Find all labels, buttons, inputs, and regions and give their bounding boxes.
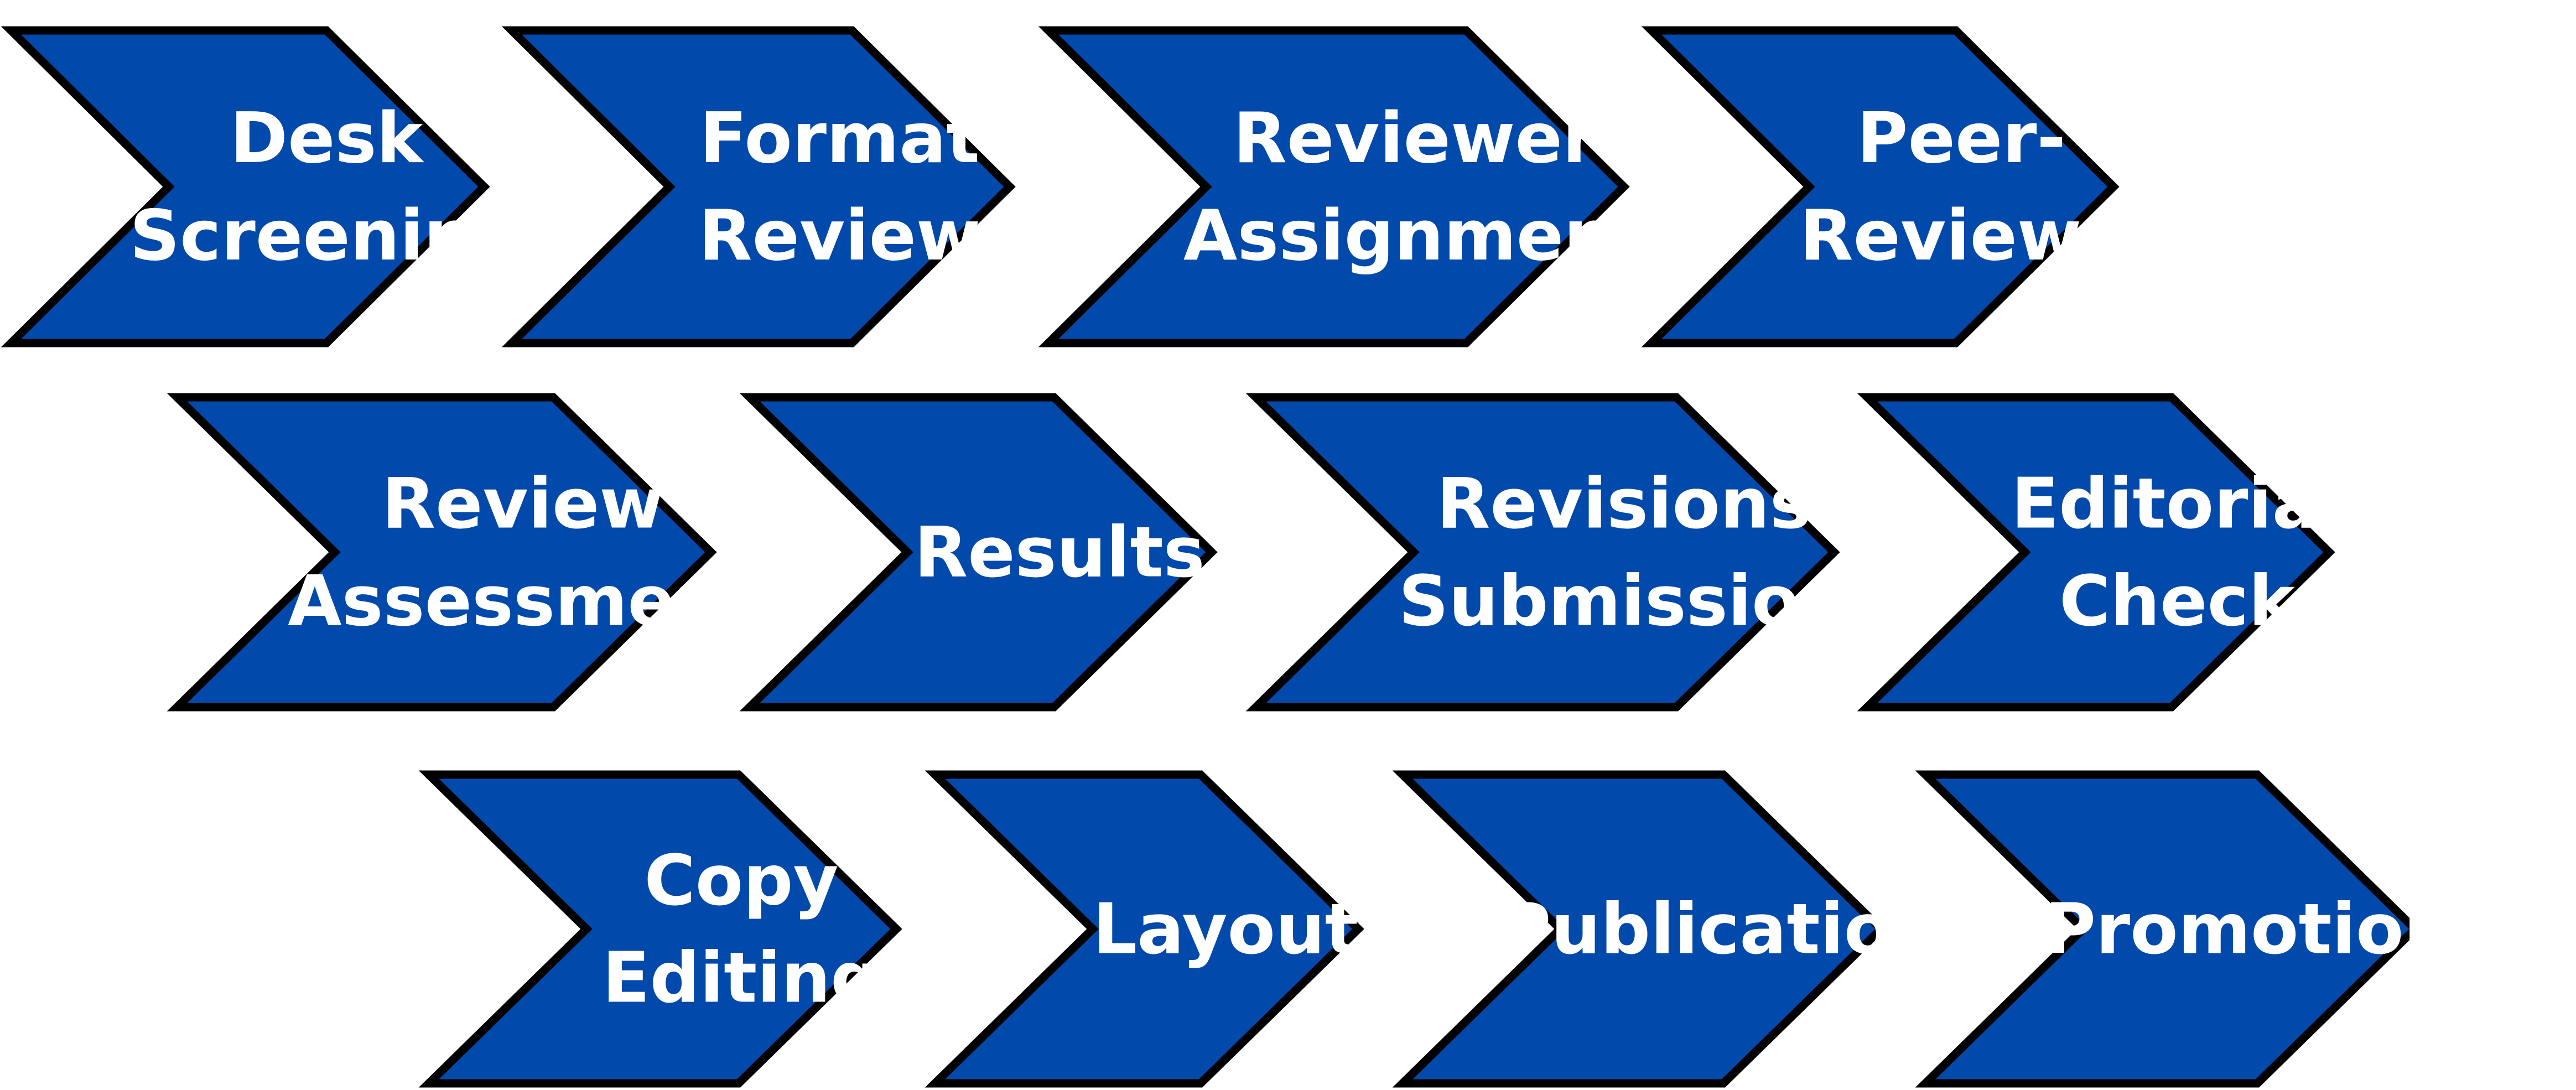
chevron-arrow-shape (501, 26, 1016, 347)
step-promotion: Promotion (1915, 770, 2454, 1088)
step-peer-reviews: Peer- Reviews (1641, 26, 2123, 347)
process-row-1: DeskScreeningFormatReviewReviewerAssignm… (1, 26, 2123, 347)
chevron-arrow-shape (418, 770, 902, 1088)
chevron-arrow-shape (1915, 770, 2421, 1088)
chevron-arrow-shape (1641, 26, 2120, 347)
chevron-arrow-shape (1245, 393, 1840, 712)
step-label: Reviews (1800, 195, 2123, 276)
step-label: Assessment (288, 560, 758, 642)
step-label: Review (382, 463, 664, 544)
step-label: Revisions (1436, 463, 1811, 544)
chevron-arrow-shape (1392, 770, 1887, 1088)
step-label: Editing (603, 937, 881, 1019)
chevron-arrow-shape (739, 393, 1218, 712)
step-label: Editorial (2011, 463, 2343, 544)
step-label: Results (914, 512, 1205, 593)
step-label: Peer- (1857, 97, 2066, 179)
step-label: Desk (230, 97, 425, 179)
chevron-arrow-shape (1, 26, 490, 347)
step-results: Results (739, 393, 1218, 712)
step-label: Check (2059, 560, 2297, 642)
chevron-arrow-shape (925, 770, 1364, 1088)
step-label: Submission (1399, 560, 1850, 642)
step-label: Review (699, 195, 981, 276)
step-label: Publication (1500, 889, 1941, 970)
step-label: Reviewer (1233, 97, 1597, 179)
step-label: Format (699, 97, 979, 179)
step-label: Promotion (2045, 889, 2454, 970)
step-label: Layout (1093, 889, 1358, 970)
step-label: Assignment (1183, 195, 1647, 276)
step-label: Copy (644, 840, 838, 921)
step-publication: Publication (1392, 770, 1941, 1088)
chevron-arrow-shape (167, 393, 717, 712)
step-layout: Layout (925, 770, 1364, 1088)
chevron-arrow-shape (1038, 26, 1630, 347)
chevron-arrow-shape (1857, 393, 2335, 712)
step-label: Screening (129, 195, 523, 276)
